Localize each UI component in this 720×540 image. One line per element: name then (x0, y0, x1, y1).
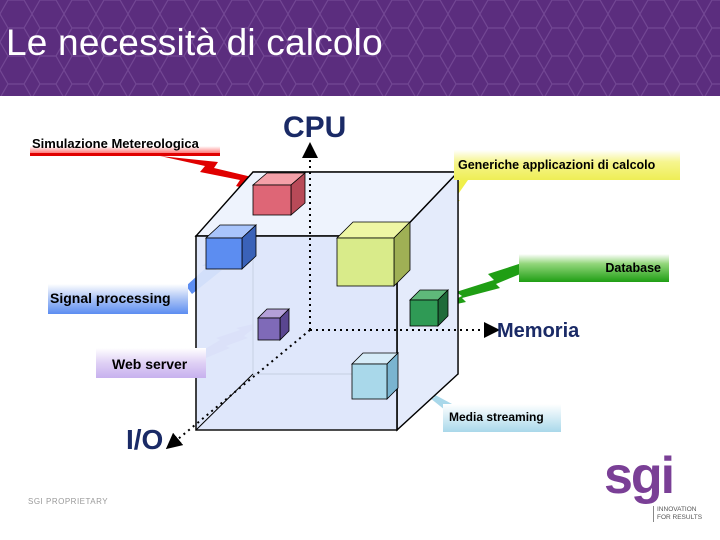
block-signal (204, 224, 258, 270)
block-generiche (336, 221, 411, 287)
title-bar: Le necessità di calcolo (0, 0, 720, 96)
callout-bolt-media (392, 374, 452, 410)
header-pattern (0, 0, 720, 96)
block-simulazione (251, 172, 307, 216)
block-database (409, 289, 449, 327)
block-web (257, 308, 290, 341)
logo-text: sgi (604, 447, 675, 505)
label-io: I/O (126, 424, 164, 455)
callout-bolt-database (438, 262, 530, 308)
label-generiche: Generiche applicazioni di calcolo (454, 150, 680, 180)
label-simulazione: Simulazione Metereologica (30, 130, 220, 156)
label-database: Database (519, 254, 669, 282)
page-title: Le necessità di calcolo (6, 22, 383, 63)
cube-hidden-edge (195, 373, 254, 431)
label-cpu: CPU (283, 111, 347, 144)
label-web: Web server (96, 348, 206, 378)
footer-proprietary: SGI PROPRIETARY (28, 497, 109, 506)
label-memoria: Memoria (497, 320, 580, 342)
label-media: Media streaming (443, 404, 561, 432)
block-media (351, 352, 399, 400)
label-signal: Signal processing (48, 284, 188, 314)
logo-tagline-2: FOR RESULTS (657, 514, 703, 521)
logo-tagline-1: INNOVATION (657, 506, 697, 513)
